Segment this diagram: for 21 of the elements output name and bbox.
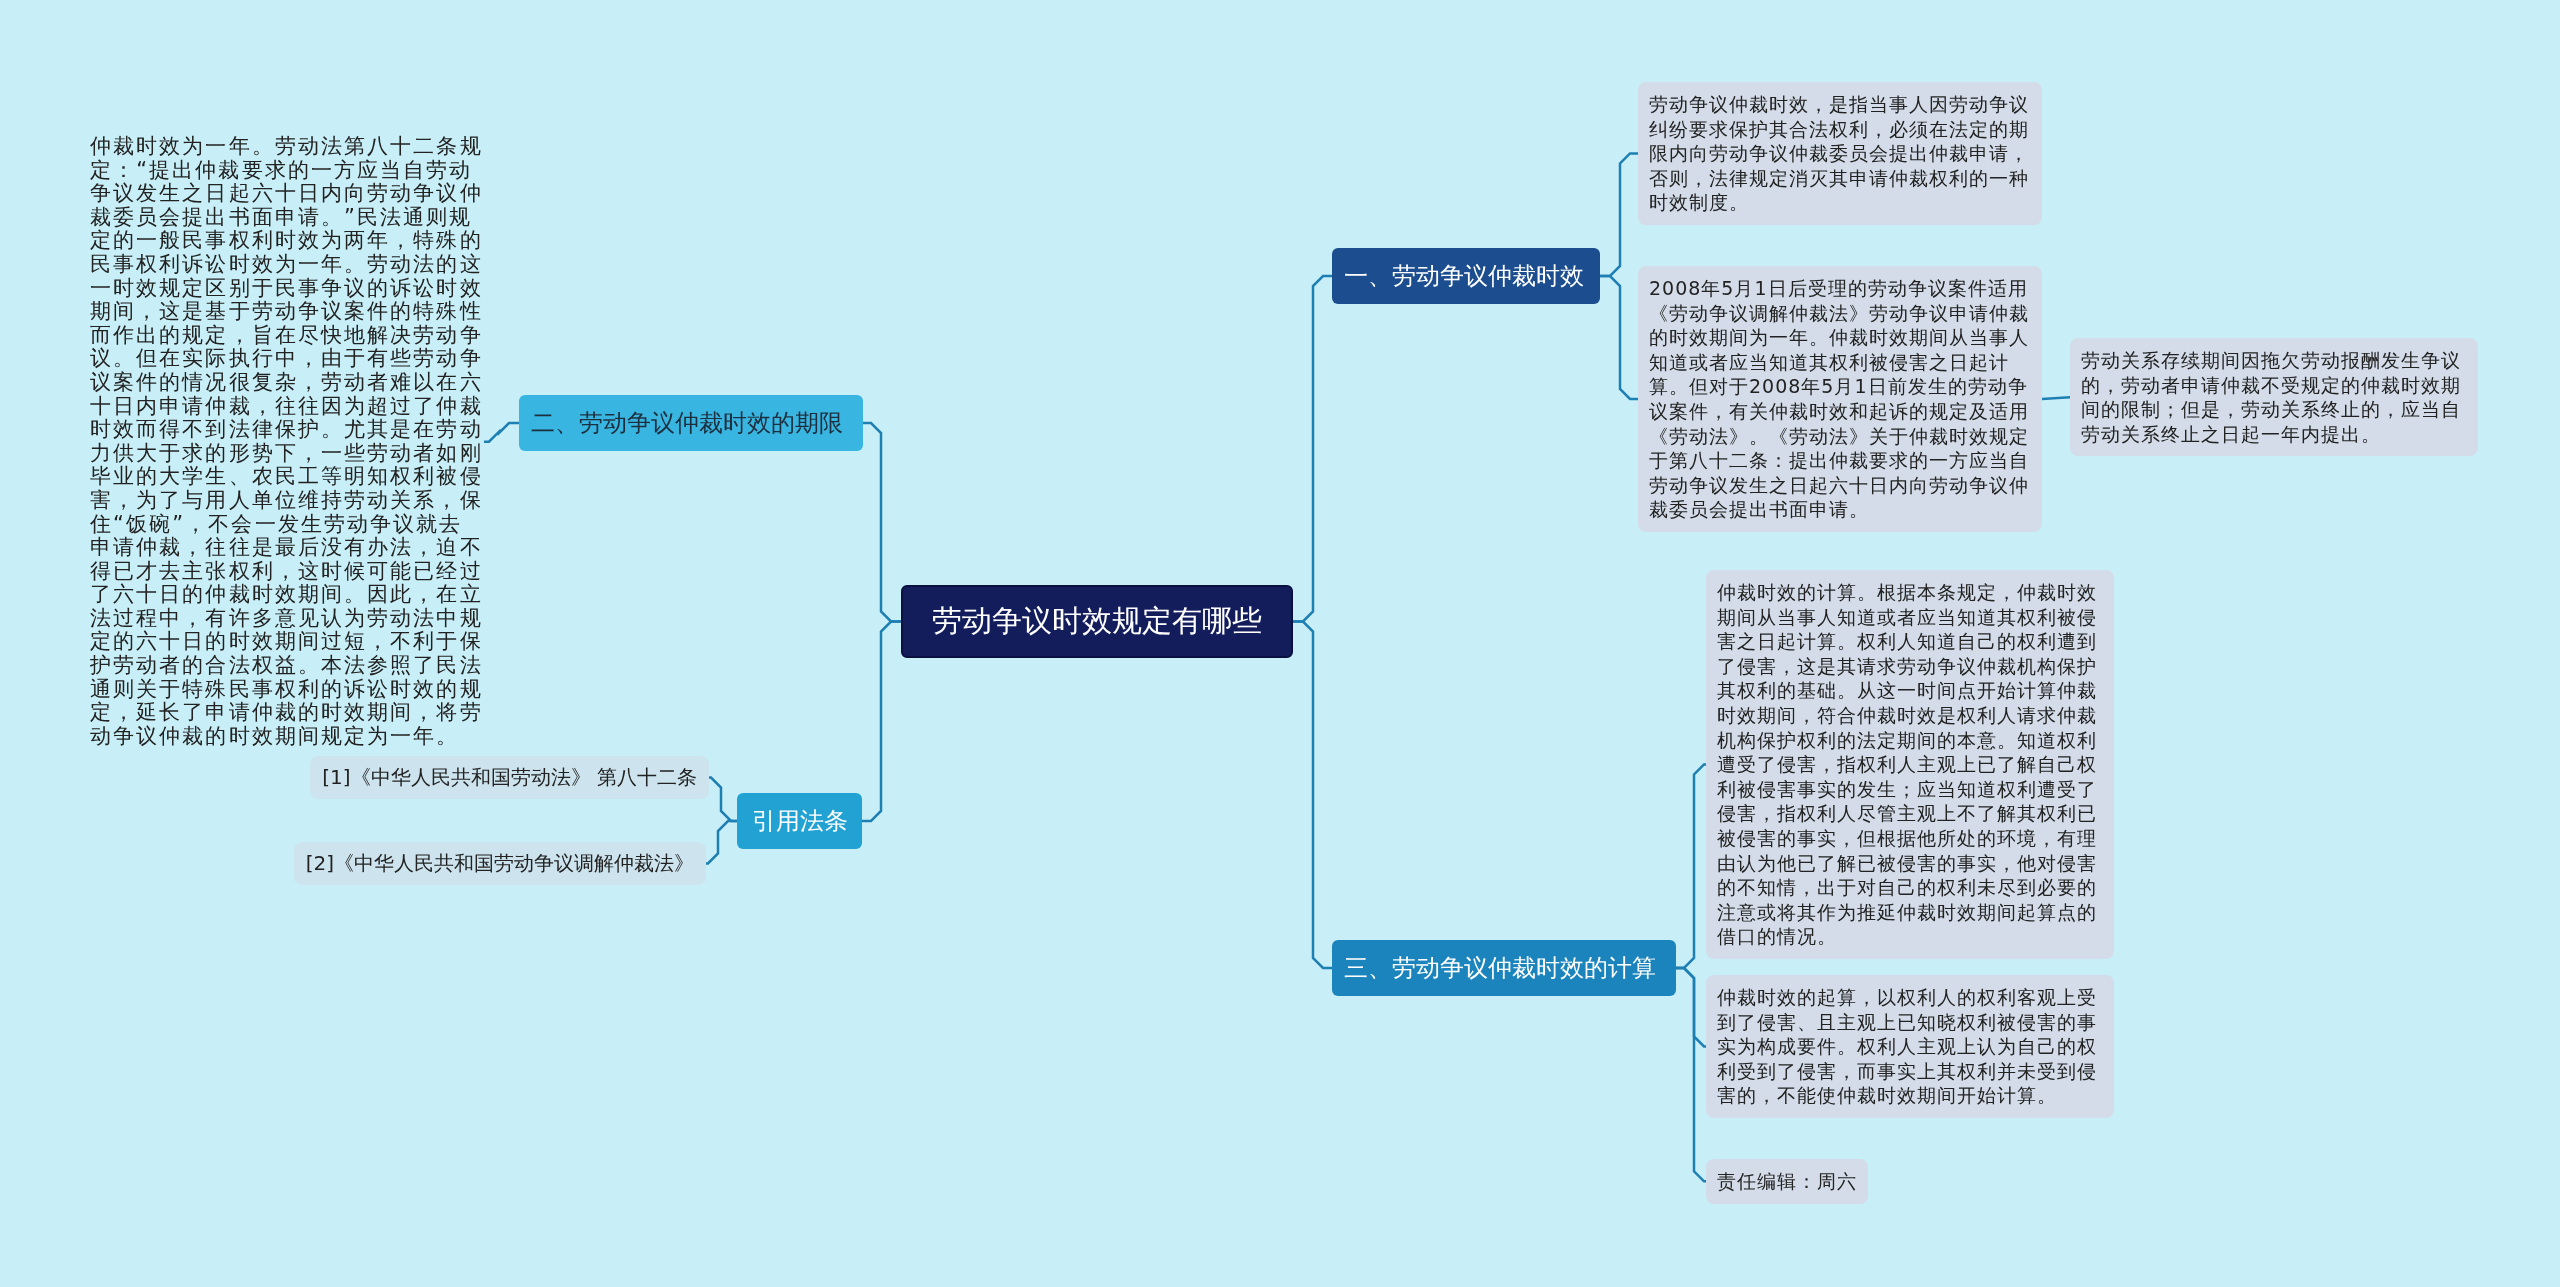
connector-line <box>2041 395 2071 401</box>
connector-line <box>1676 966 1707 1183</box>
topic-box: 一、劳动争议仲裁时效 <box>1332 248 1600 304</box>
central-topic: 劳动争议时效规定有哪些 <box>901 585 1293 658</box>
topic-box: 引用法条 <box>737 793 862 849</box>
reference-card: [2]《中华人民共和国劳动争议调解仲裁法》 <box>293 842 706 885</box>
connector-line <box>484 421 519 443</box>
connector-line <box>705 819 737 865</box>
text-card: 仲裁时效的起算，以权利人的权利客观上受到了侵害、且主观上已知晓权利被侵害的事实为构成要件。权利人主观上认为自己的权利受到了侵害，而事实上其权利并未受到侵害的，不能使仲裁时效期间开始计算。 <box>1706 975 2114 1118</box>
connector-line <box>862 620 901 823</box>
text-card: 仲裁时效的计算。根据本条规定，仲裁时效期间从当事人知道或者应当知道其权利被侵害之日起计算。权利人知道自己的权利遭到了侵害，这是其请求劳动争议仲裁机构保护其权利的基础。从这一时间点开始计算仲裁时效期间，符合仲裁时效是权利人请求仲裁机构保护权利的法定期间的本意。知道权利遭受了侵害，指权利人主观上已了解自己权利被侵害事实的发生；应当知道权利遭受了侵害，指权利人尽管主观上不了解其权利已被侵害的事实，但根据他所处的环境，有理由认为他已了解已被侵害的事实，他对侵害的不知情，出于对自己的权利未尽到必要的注意或将其作为推延仲裁时效期间起算点的借口的情况。 <box>1706 570 2114 959</box>
text-card: 劳动关系存续期间因拖欠劳动报酬发生争议的，劳动者申请仲裁不受规定的仲裁时效期间的限制；但是，劳动关系终止的，应当自劳动关系终止之日起一年内提出。 <box>2070 338 2478 457</box>
text-card: 2008年5月1日后受理的劳动争议案件适用《劳动争议调解仲裁法》劳动争议申请仲裁的时效期间为一年。仲裁时效期间从当事人知道或者应当知道其权利被侵害之日起计算。但对于2008年5月1日前发生的劳动争议案件，有关仲裁时效和起诉的规定及适用《劳动法》。《劳动法》关于仲裁时效规定于第八十二条：提出仲裁要求的一方应当自劳动争议发生之日起六十日内向劳动争议仲裁委员会提出书面申请。 <box>1638 266 2042 532</box>
connector-line <box>1293 620 1332 970</box>
topic-box: 二、劳动争议仲裁时效的期限 <box>519 395 863 451</box>
text-card: 劳动争议仲裁时效，是指当事人因劳动争议纠纷要求保护其合法权利，必须在法定的期限内向劳动争议仲裁委员会提出仲裁申请，否则，法律规定消灭其申请仲裁权利的一种时效制度。 <box>1638 82 2042 225</box>
reference-card: [1]《中华人民共和国劳动法》 第八十二条 <box>310 756 709 799</box>
paragraph: 仲裁时效为一年。劳动法第八十二条规定：“提出仲裁要求的一方应当自劳动争议发生之日起六十日内向劳动争议仲裁委员会提出书面申请。”民法通则规定的一般民事权利时效为两年，特殊的民事权利诉讼时效为一年。劳动法的这一时效规定区别于民事争议的诉讼时效期间，这是基于劳动争议案件的特殊性而作出的规定，旨在尽快地解决劳动争议。但在实际执行中，由于有些劳动争议案件的情况很复杂，劳动者难以在六十日内申请仲裁，往往因为超过了仲裁时效而得不到法律保护。尤其是在劳动力供大于求的形势下，一些劳动者如刚毕业的大学生、农民工等明知权利被侵害，为了与用人单位维持劳动关系，保住“饭碗”，不会一发生劳动争议就去申请仲裁，往往是最后没有办法，迫不得已才去主张权利，这时候可能已经过了六十日的仲裁时效期间。因此，在立法过程中，有许多意见认为劳动法中规定的六十日的时效期间过短，不利于保护劳动者的合法权益。本法参照了民法通则关于特殊民事权利的诉讼时效的规定，延长了申请仲裁的时效期间，将劳动争议仲裁的时效期间规定为一年。 <box>90 135 484 749</box>
connector-line <box>1600 274 1638 401</box>
text-card: 责任编辑：周六 <box>1706 1159 1868 1204</box>
topic-box: 三、劳动争议仲裁时效的计算 <box>1332 940 1676 996</box>
